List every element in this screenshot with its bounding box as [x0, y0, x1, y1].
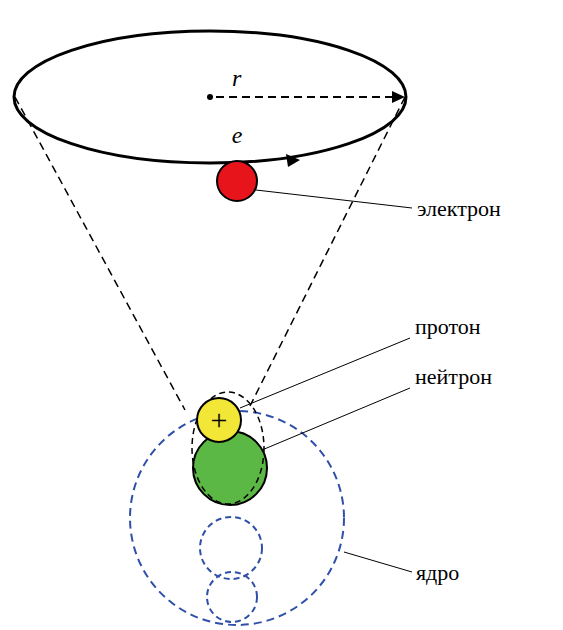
part-label: ядро: [416, 562, 459, 584]
nucleon-outline: [200, 517, 262, 579]
leader-line: [344, 552, 412, 572]
charge-symbol: e: [232, 123, 243, 147]
part-label: нейтрон: [415, 366, 492, 388]
electron-circle: [217, 161, 257, 201]
cone-line: [250, 97, 405, 406]
radius-label: r: [232, 66, 241, 90]
orbit-center: [207, 94, 213, 100]
proton-circle: [197, 398, 241, 442]
leader-line: [256, 190, 412, 208]
part-label: электрон: [417, 198, 501, 220]
leader-line: [262, 388, 410, 450]
radius-line: [216, 96, 396, 98]
leader-line: [240, 338, 410, 408]
neutron: [193, 431, 267, 505]
electron-orbit: [14, 31, 406, 163]
proton: +: [196, 397, 242, 443]
electron: e: [216, 160, 258, 202]
nucleus-outline: [130, 411, 344, 625]
nucleon-outline: [207, 572, 257, 622]
orbit-arrowhead: [286, 154, 300, 167]
cone-line: [15, 97, 185, 410]
part-label: протон: [415, 316, 481, 338]
electron-shape: [216, 160, 258, 202]
charge-sign: +: [211, 405, 228, 435]
proton-orbit: [192, 392, 264, 504]
